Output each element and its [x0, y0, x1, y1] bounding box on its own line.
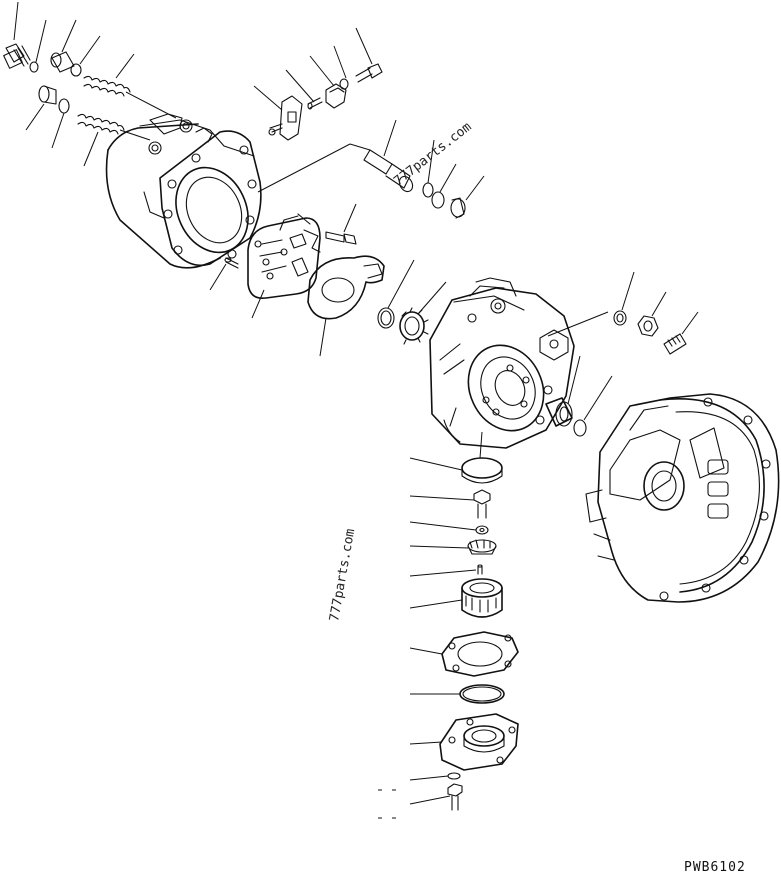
pin-swash: [209, 257, 239, 291]
spring-lower: [77, 113, 125, 167]
spring-upper: [83, 53, 135, 97]
o-ring-lower: [410, 684, 505, 704]
snap-ring-gear: [377, 259, 415, 329]
o-ring-left: [51, 98, 70, 149]
gasket-lower: [409, 631, 519, 677]
coupling-bushing: [545, 355, 581, 427]
drawing-code: PWB6102: [684, 860, 746, 875]
plug-left: [25, 85, 57, 131]
watermark-upper: 777parts.com: [391, 119, 474, 189]
snap-ring-coupling: [573, 375, 613, 437]
plug-bolt-top-left: [3, 1, 31, 69]
pin-lower: [409, 564, 483, 577]
o-ring-top-left: [70, 35, 101, 77]
bolt-swash: [325, 203, 357, 245]
cap-piston: [450, 175, 485, 219]
bolt-lower-1: [409, 489, 491, 519]
small-washer-top-left: [29, 19, 47, 73]
pin-small: [285, 69, 323, 110]
o-ring-piston: [422, 139, 435, 198]
dash-marks: [378, 789, 396, 819]
feedback-lever: [253, 85, 303, 141]
fitting-right: [663, 311, 699, 355]
plug-top-left: [50, 19, 77, 73]
washer-lower-2: [409, 772, 461, 781]
washer-lower-1: [409, 521, 489, 535]
watermark-lower: 777parts.com: [327, 527, 358, 622]
bearing-cone-lower: [409, 539, 497, 555]
bearing-lower: [409, 578, 503, 618]
stopper-block: [309, 55, 347, 109]
o-ring-large-top: [409, 457, 503, 484]
nut-right: [637, 291, 667, 337]
flywheel-housing: [585, 393, 780, 603]
ring-piston: [431, 163, 457, 209]
swash-plate-assembly: [247, 213, 321, 319]
bolt-lower-2: [409, 783, 463, 811]
pump-case-cylinder: [105, 91, 262, 269]
main-pump-housing: [429, 277, 609, 459]
piston-rod: [257, 119, 414, 193]
bolt-top: [355, 27, 383, 83]
washer-top: [333, 45, 349, 90]
washer-right: [613, 271, 635, 326]
cover-plate: [409, 713, 519, 771]
rocker-cam: [307, 255, 385, 357]
drive-gear: [399, 281, 447, 345]
